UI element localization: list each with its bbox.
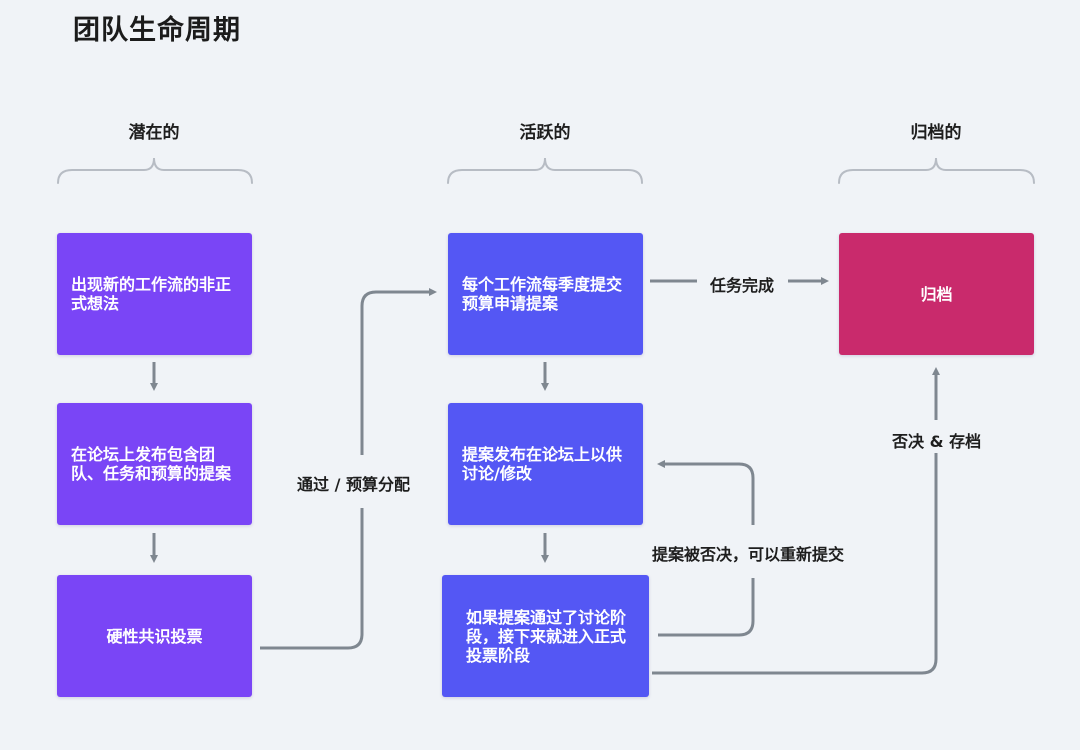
diagram-title: 团队生命周期 (73, 15, 241, 46)
phase-archived: 归档的 (910, 123, 962, 143)
brace-active (447, 157, 643, 184)
arrow-vote-to-active-upper (360, 288, 437, 455)
edge-label-pass-budget: 通过 / 预算分配 (295, 471, 412, 495)
edge-label-rejected-resubmit: 提案被否决，可以重新提交 (650, 541, 847, 565)
node-idea: 出现新的工作流的非正式想法 (57, 233, 252, 355)
node-archive: 归档 (839, 233, 1034, 355)
phase-active: 活跃的 (519, 123, 571, 143)
edge-label-reject-archive: 否决 & 存档 (890, 428, 984, 452)
brace-latent (57, 157, 253, 184)
phase-latent: 潜在的 (128, 123, 180, 143)
brace-archived (838, 157, 1035, 184)
node-forum-proposal: 在论坛上发布包含团队、任务和预算的提案 (57, 403, 252, 525)
node-forum-proposal-label: 在论坛上发布包含团队、任务和预算的提案 (71, 445, 232, 483)
node-archive-label: 归档 (920, 284, 953, 304)
node-idea-label: 出现新的工作流的非正式想法 (71, 275, 232, 313)
node-formal-vote: 如果提案通过了讨论阶段，接下来就进入正式投票阶段 (442, 575, 649, 697)
node-quarterly-budget: 每个工作流每季度提交预算申请提案 (448, 233, 643, 355)
node-forum-discussion: 提案发布在论坛上以供讨论/修改 (448, 403, 643, 525)
node-forum-discussion-label: 提案发布在论坛上以供讨论/修改 (462, 445, 623, 483)
node-quarterly-budget-label: 每个工作流每季度提交预算申请提案 (462, 275, 623, 313)
node-consensus-vote: 硬性共识投票 (57, 575, 252, 697)
edge-label-task-done: 任务完成 (708, 272, 777, 296)
arrow-vote-to-active (260, 508, 364, 650)
arrow-rejected-lower (658, 578, 755, 637)
arrow-rejected-upper (657, 460, 755, 525)
node-formal-vote-label: 如果提案通过了讨论阶段，接下来就进入正式投票阶段 (466, 607, 627, 665)
arrow-reject-archive-lower (652, 453, 938, 675)
node-consensus-vote-label: 硬性共识投票 (106, 626, 203, 646)
